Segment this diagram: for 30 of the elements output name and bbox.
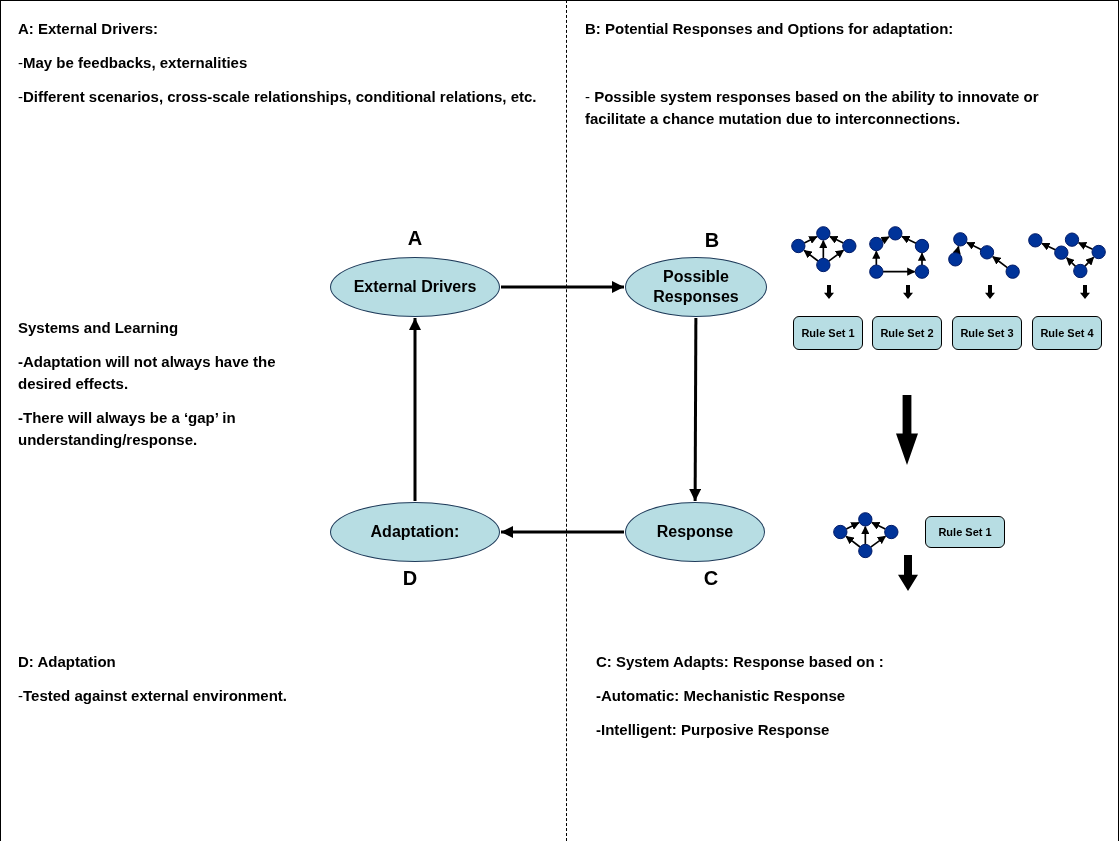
note-text: Systems and Learning xyxy=(18,318,180,338)
node-label: Rule Set 3 xyxy=(960,326,1014,340)
node-label: Rule Set 1 xyxy=(801,326,855,340)
note-text: D: Adaptation xyxy=(18,652,117,672)
note-text: -There will always be a ‘gap’ in understanding/response. xyxy=(18,408,237,450)
note-text: - Possible system responses based on the ability to innovate or facilitate a chance mutation due to interconnections. xyxy=(585,87,1040,129)
note-text: -Tested against external environment. xyxy=(18,686,288,706)
node-label: Rule Set 2 xyxy=(880,326,934,340)
arrow xyxy=(501,526,624,538)
note-text: C: System Adapts: Response based on : xyxy=(596,652,885,672)
node-letter: A xyxy=(407,227,423,249)
node-label: Response xyxy=(655,522,735,542)
note-text: B: Potential Responses and Options for adaptation: xyxy=(585,19,955,39)
node-label: Rule Set 4 xyxy=(1040,326,1094,340)
node-label: Adaptation: xyxy=(369,522,461,542)
node-label: External Drivers xyxy=(352,277,478,297)
note-text: -Automatic: Mechanistic Response xyxy=(596,686,847,706)
arrow xyxy=(501,281,624,293)
node-letter: B xyxy=(704,229,720,251)
note-text: -May be feedbacks, externalities xyxy=(18,53,249,73)
arrow xyxy=(409,318,421,501)
note-text: -Intelligent: Purposive Response xyxy=(596,720,831,740)
arrow xyxy=(689,318,702,501)
node-label: Possible Responses xyxy=(652,267,740,307)
node-label: Rule Set 1 xyxy=(938,525,992,539)
node-letter: D xyxy=(402,567,418,589)
note-text: -Different scenarios, cross-scale relationships, conditional relations, etc. xyxy=(18,87,538,107)
note-text: -Adaptation will not always have the desired effects. xyxy=(18,352,277,394)
node-letter: C xyxy=(703,567,719,589)
note-text: A: External Drivers: xyxy=(18,19,160,39)
